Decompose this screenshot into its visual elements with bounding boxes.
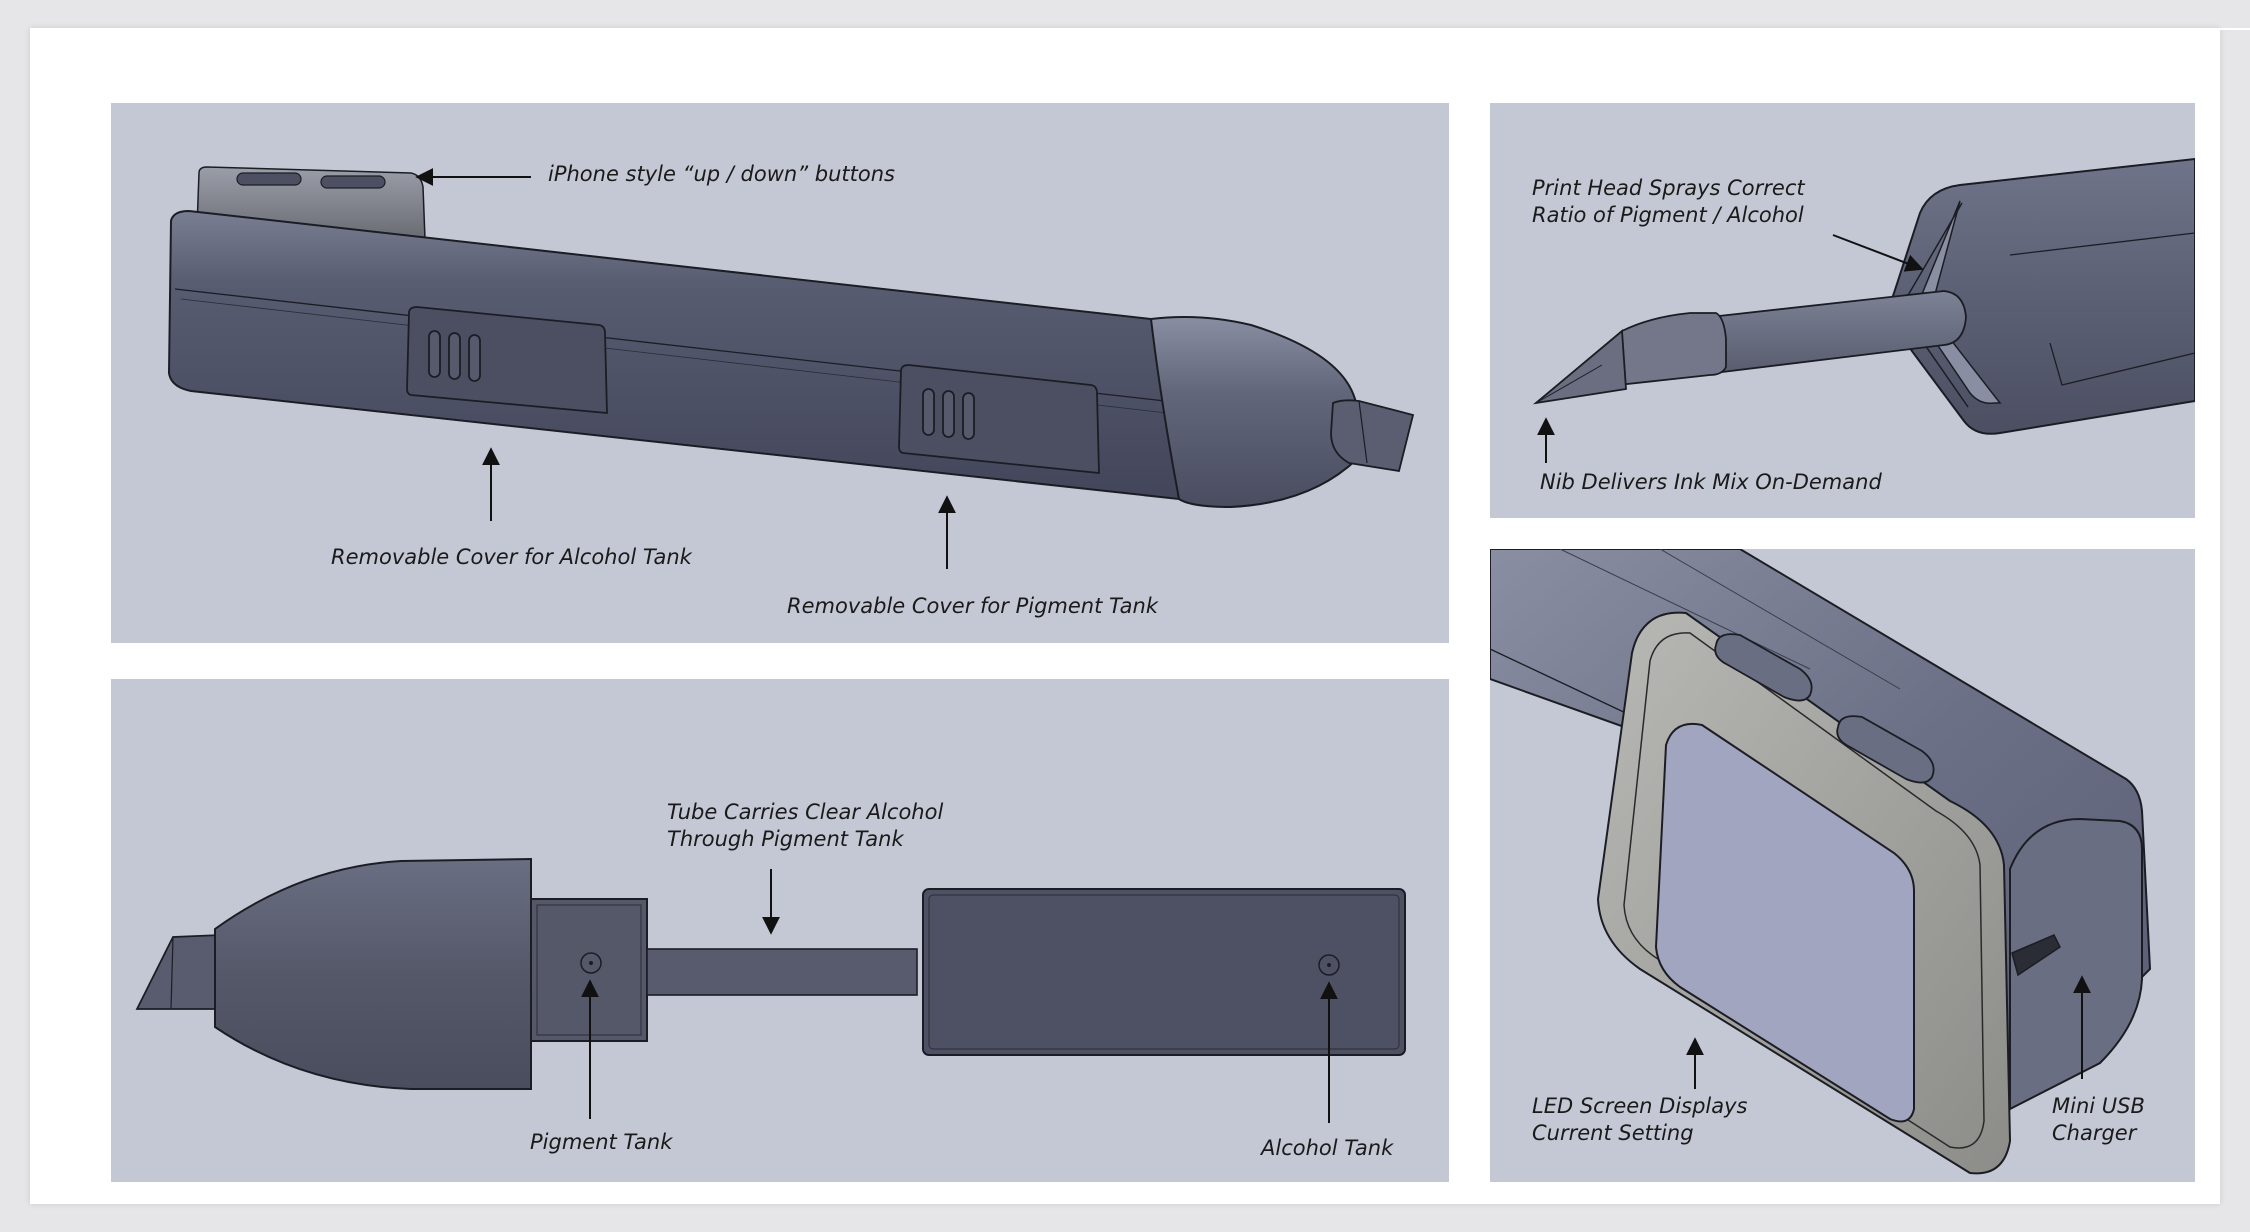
nib-point (1532, 329, 1627, 405)
usb-end-face (2009, 817, 2143, 1111)
pigment-tank-callout: Pigment Tank (530, 1130, 673, 1154)
alcohol-cover-callout: Removable Cover for Alcohol Tank (331, 545, 692, 569)
tube-callout-line2: Through Pigment Tank (667, 827, 904, 851)
led-cap-panel: LED Screen Displays Current Setting Mini… (1490, 549, 2195, 1182)
usb-callout-line2: Charger (2052, 1121, 2137, 1145)
up-button (236, 172, 302, 186)
nib (1330, 399, 1415, 473)
pen-overview-render (167, 166, 1415, 569)
tube-callout-line1: Tube Carries Clear Alcohol (667, 800, 944, 824)
print-head-cone (214, 857, 532, 1090)
internals-panel: Tube Carries Clear Alcohol Through Pigme… (111, 679, 1449, 1182)
mini-usb-port (2011, 934, 2061, 977)
print-head-callout-line2: Ratio of Pigment / Alcohol (1532, 203, 1804, 227)
led-screen (1654, 723, 1915, 1123)
drawing-sheet: iPhone style “up / down” buttons Removab… (30, 28, 2250, 1204)
print-head-shaft (1709, 290, 1967, 375)
down-button (320, 175, 386, 189)
led-callout-line2: Current Setting (1532, 1121, 1694, 1145)
print-head-panel: Print Head Sprays Correct Ratio of Pigme… (1490, 103, 2195, 518)
usb-callout-line1: Mini USB (2052, 1094, 2145, 1118)
nib-collar (1617, 312, 1727, 387)
led-cap-render (1490, 549, 2152, 1175)
led-up-button (1714, 633, 1813, 702)
nib-callout: Nib Delivers Ink Mix On-Demand (1540, 470, 1882, 494)
alcohol-tank (922, 888, 1406, 1056)
buttons-callout: iPhone style “up / down” buttons (548, 162, 895, 186)
nib-tip (135, 934, 224, 1010)
pen-overview-panel: iPhone style “up / down” buttons Removab… (111, 103, 1449, 643)
print-head-callout-line1: Print Head Sprays Correct (1532, 176, 1805, 200)
alcohol-tank-callout: Alcohol Tank (1261, 1136, 1394, 1160)
pen-tip-cone (1149, 316, 1359, 509)
internals-render (135, 857, 1406, 1123)
led-down-button (1836, 715, 1935, 784)
pigment-cover-callout: Removable Cover for Pigment Tank (787, 594, 1158, 618)
sheet-top-edge (1782, 28, 2250, 30)
led-callout-line1: LED Screen Displays (1532, 1094, 1748, 1118)
print-head-render (1532, 157, 2195, 463)
alcohol-tube (646, 948, 918, 996)
